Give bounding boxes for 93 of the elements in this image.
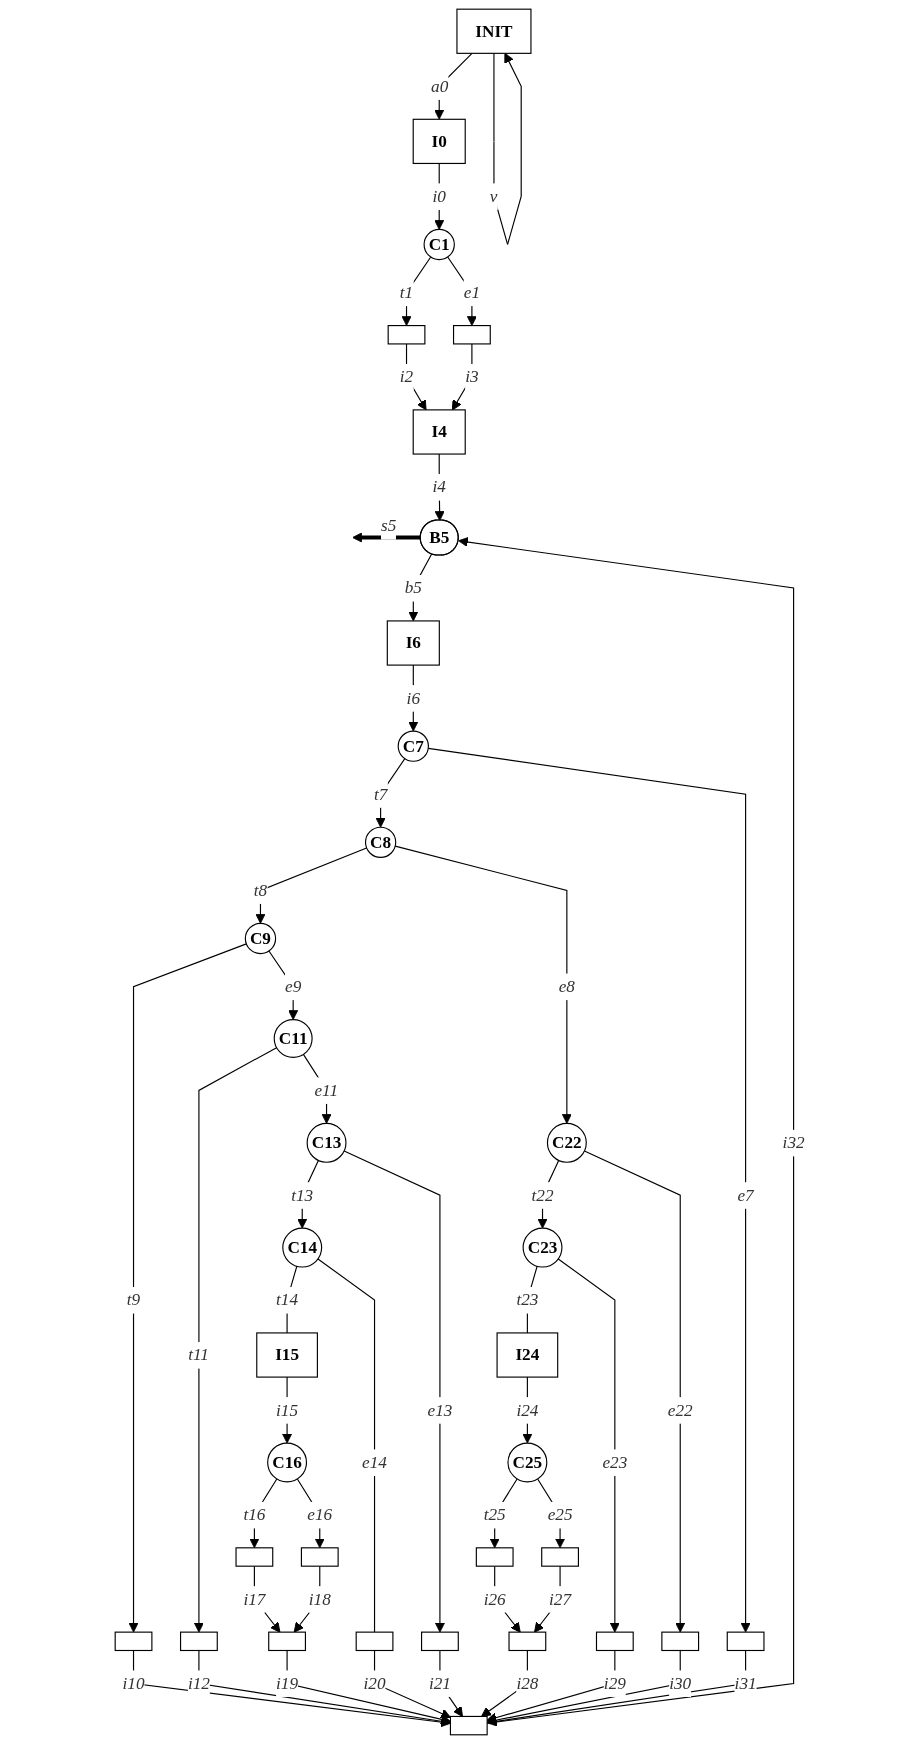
edge-label: t7 bbox=[373, 784, 387, 804]
arrow bbox=[128, 943, 247, 1633]
edge-label: i2 bbox=[399, 367, 413, 386]
edge-label: e7 bbox=[737, 1185, 754, 1205]
edge-label: i21 bbox=[428, 1674, 451, 1693]
edge-label: e25 bbox=[547, 1505, 573, 1524]
node-box: I4 bbox=[412, 409, 466, 455]
node-circle: C11 bbox=[273, 1019, 313, 1058]
node-circle: C13 bbox=[306, 1122, 347, 1163]
edge-label: e13 bbox=[427, 1400, 452, 1419]
edge-label: i24 bbox=[516, 1400, 538, 1419]
edge-label: t22 bbox=[531, 1185, 554, 1205]
arrow bbox=[583, 1150, 685, 1633]
edge-label: t8 bbox=[253, 880, 267, 900]
edge-label: i26 bbox=[483, 1589, 506, 1609]
connector bbox=[316, 1258, 375, 1633]
node-box bbox=[540, 1547, 579, 1567]
edge-label: b5 bbox=[404, 578, 422, 597]
edge-label: t1 bbox=[399, 283, 413, 302]
arrow bbox=[286, 1649, 451, 1725]
edge-label: i29 bbox=[603, 1674, 626, 1693]
edge-label: t25 bbox=[483, 1505, 506, 1524]
edge-label: e11 bbox=[314, 1080, 338, 1100]
edge-label: i32 bbox=[782, 1133, 805, 1152]
node-box bbox=[114, 1631, 153, 1652]
node-box bbox=[420, 1631, 459, 1652]
node-box bbox=[387, 325, 426, 345]
arrow bbox=[557, 1258, 620, 1633]
edge-label: i30 bbox=[668, 1674, 691, 1693]
edge-label: e23 bbox=[602, 1453, 627, 1472]
node-circle: C25 bbox=[507, 1442, 547, 1483]
node-box bbox=[508, 1631, 546, 1652]
edge-label: t11 bbox=[187, 1345, 209, 1364]
node-box bbox=[355, 1631, 394, 1652]
edge-label: i10 bbox=[122, 1674, 145, 1693]
edge-label: t16 bbox=[243, 1505, 265, 1524]
edge-label: e14 bbox=[361, 1453, 387, 1472]
edge-label: i4 bbox=[432, 477, 446, 496]
node-box bbox=[660, 1631, 699, 1652]
node-box bbox=[267, 1631, 306, 1652]
node-box bbox=[300, 1547, 339, 1567]
edge-label: t13 bbox=[290, 1185, 313, 1205]
edge-label: a0 bbox=[430, 76, 448, 96]
node-box bbox=[179, 1631, 218, 1652]
edge-label: i27 bbox=[548, 1589, 571, 1609]
arrow bbox=[373, 1649, 451, 1719]
arrow bbox=[394, 845, 572, 1124]
node-circle: C22 bbox=[546, 1122, 587, 1163]
edge-label: i12 bbox=[187, 1674, 210, 1693]
node-box: I24 bbox=[496, 1332, 558, 1378]
node-box bbox=[449, 1715, 488, 1736]
node-circle: C23 bbox=[522, 1227, 563, 1268]
node-box bbox=[595, 1631, 634, 1652]
edge-label: e22 bbox=[667, 1400, 693, 1419]
node-box: I6 bbox=[386, 620, 440, 666]
edge-label: i31 bbox=[734, 1674, 757, 1693]
node-box: I0 bbox=[412, 118, 466, 165]
arrow bbox=[132, 1649, 451, 1728]
edge-label: i19 bbox=[275, 1674, 298, 1693]
node-circle: C16 bbox=[266, 1442, 307, 1483]
arrow bbox=[486, 1649, 616, 1723]
edge-label: i0 bbox=[432, 186, 446, 206]
arrow bbox=[457, 537, 794, 1724]
edge-label: i15 bbox=[275, 1400, 298, 1419]
edge-label: t9 bbox=[126, 1290, 140, 1309]
edge-label: e8 bbox=[558, 977, 575, 996]
arrow bbox=[197, 1649, 451, 1727]
node-circle: C7 bbox=[397, 730, 429, 762]
node-circle: C8 bbox=[364, 826, 396, 858]
edge-label: v bbox=[489, 186, 497, 206]
edge-label: i3 bbox=[464, 367, 479, 386]
edge-label: t14 bbox=[275, 1290, 298, 1309]
edge-label: e16 bbox=[306, 1505, 332, 1524]
edge-label: i18 bbox=[308, 1589, 331, 1609]
node-box bbox=[452, 325, 491, 345]
node-box: INIT bbox=[456, 8, 532, 54]
edge-label: e1 bbox=[463, 283, 480, 302]
node-box bbox=[475, 1547, 514, 1567]
edge-label: t23 bbox=[516, 1290, 538, 1309]
node-box bbox=[235, 1547, 273, 1567]
node-circle: C9 bbox=[244, 922, 276, 955]
node-box bbox=[726, 1631, 765, 1652]
node-circle: C1 bbox=[423, 228, 455, 261]
edge-label: i20 bbox=[363, 1674, 386, 1693]
edge-label: i28 bbox=[516, 1674, 538, 1693]
arrow bbox=[343, 1150, 445, 1633]
edge-label: e9 bbox=[284, 977, 301, 996]
edge-label: s5 bbox=[380, 516, 396, 535]
node-circle: C14 bbox=[281, 1227, 322, 1268]
arrow bbox=[486, 1649, 746, 1727]
edge-label: i17 bbox=[243, 1589, 265, 1609]
node-box: I15 bbox=[255, 1332, 318, 1378]
edge-label: i6 bbox=[406, 688, 420, 707]
